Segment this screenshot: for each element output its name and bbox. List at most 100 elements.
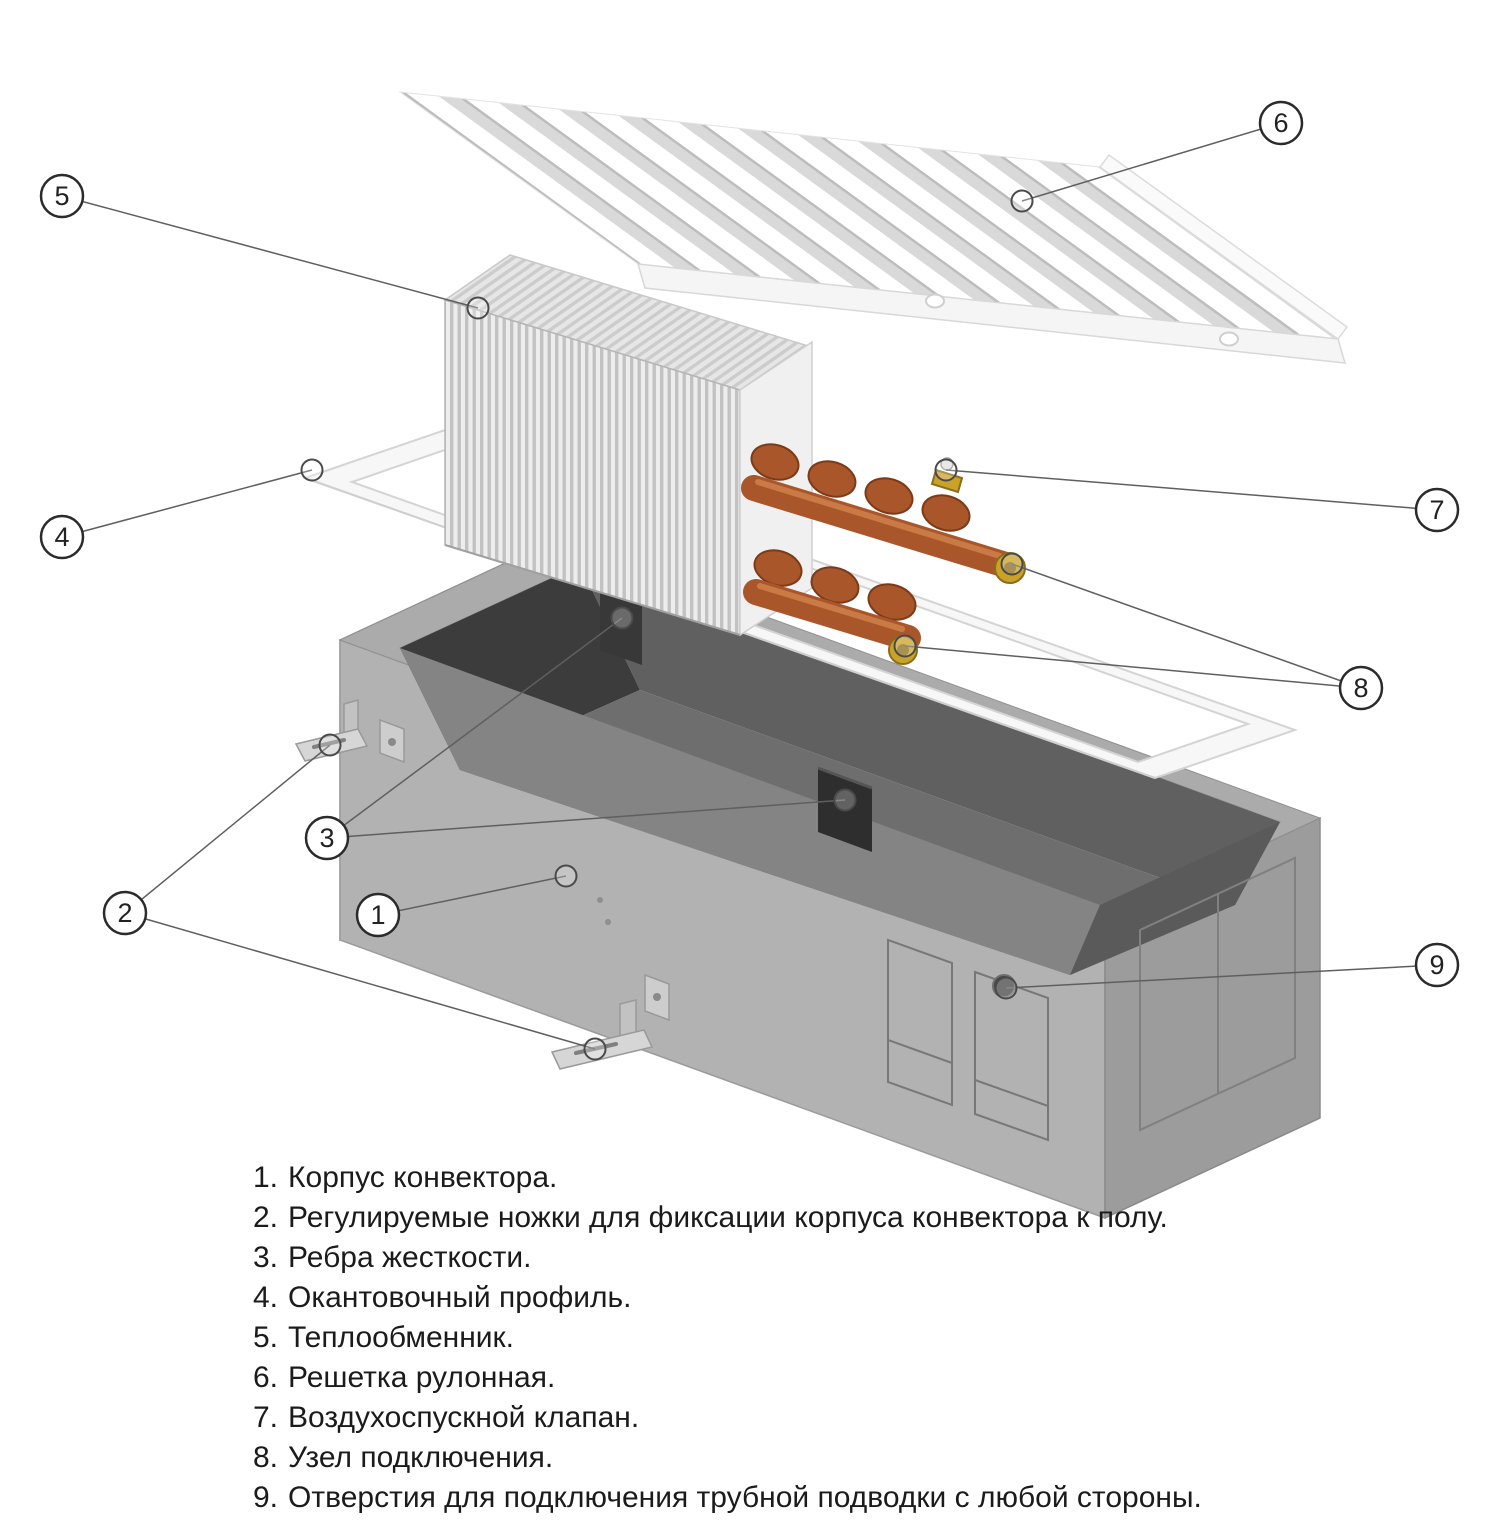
part-marker xyxy=(300,458,324,482)
callout-4: 4 xyxy=(39,514,85,560)
svg-text:5: 5 xyxy=(54,181,69,211)
legend-text: Воздухоспускной клапан. xyxy=(288,1401,640,1434)
legend-text: Отверстия для подключения трубной подвод… xyxy=(288,1481,1202,1514)
wall-rivet xyxy=(597,897,603,903)
legend-item-6: 6. Решетка рулонная. xyxy=(253,1358,1453,1398)
legend-item-5: 5. Теплообменник. xyxy=(253,1318,1453,1358)
grille-rail-hole xyxy=(925,293,945,309)
legend-number: 5. xyxy=(253,1321,279,1354)
svg-text:9: 9 xyxy=(1429,950,1444,980)
part-marker xyxy=(583,1037,607,1061)
leader-line-8b xyxy=(904,645,1362,689)
roll-grille xyxy=(398,91,1349,364)
part-marker xyxy=(466,296,490,320)
callout-8: 8 xyxy=(1338,665,1384,711)
legend-text: Ребра жесткости. xyxy=(288,1241,532,1274)
svg-text:6: 6 xyxy=(1273,108,1288,138)
legend-number: 8. xyxy=(253,1441,279,1474)
body-inner-right-wall xyxy=(1070,822,1280,975)
part-marker xyxy=(554,864,578,888)
callouts: 1 2 3 4 5 6 7 8 xyxy=(39,100,1460,988)
copper-tube-highlight xyxy=(757,583,905,632)
leader-line-6 xyxy=(1021,122,1282,202)
leader-line-3b xyxy=(326,799,846,839)
legend-number: 9. xyxy=(253,1481,279,1514)
adjustable-foot xyxy=(550,999,654,1070)
part-marker xyxy=(318,733,342,757)
legend-text: Решетка рулонная. xyxy=(288,1361,556,1394)
body-inner-front-wall xyxy=(400,648,1100,975)
part-marker xyxy=(1000,552,1024,576)
svg-text:8: 8 xyxy=(1353,673,1368,703)
legend-number: 1. xyxy=(253,1161,279,1194)
body-inner-back-wall xyxy=(580,565,1280,905)
callout-5: 5 xyxy=(39,173,85,219)
legend-number: 4. xyxy=(253,1281,279,1314)
legend: 1. Корпус конвектора. 2. Регулируемые но… xyxy=(253,1158,1453,1518)
callout-9: 9 xyxy=(1414,942,1460,988)
knockout-panel-right xyxy=(1139,856,1296,1132)
callout-1: 1 xyxy=(355,892,401,938)
leader-line-7 xyxy=(945,469,1438,511)
legend-item-3: 3. Ребра жесткости. xyxy=(253,1238,1453,1278)
legend-number: 3. xyxy=(253,1241,279,1274)
convector-body xyxy=(294,538,1322,1220)
legend-number: 6. xyxy=(253,1361,279,1394)
legend-item-4: 4. Окантовочный профиль. xyxy=(253,1278,1453,1318)
grille-bottom-rail xyxy=(636,263,1347,364)
svg-text:3: 3 xyxy=(319,823,334,853)
grille-rail-hole xyxy=(1219,331,1239,347)
tube-bend xyxy=(807,460,857,498)
callout-7: 7 xyxy=(1414,487,1460,533)
svg-text:4: 4 xyxy=(54,522,69,552)
copper-tube-bundle xyxy=(741,443,1026,665)
leader-line-1 xyxy=(377,875,567,916)
leader-line-2a xyxy=(124,744,331,914)
copper-tube xyxy=(743,579,921,651)
leader-line-2b xyxy=(124,912,596,1050)
knockout-panel xyxy=(974,970,1049,1142)
part-marker xyxy=(833,788,857,812)
svg-text:1: 1 xyxy=(370,900,385,930)
legend-item-9: 9. Отверстия для подключения трубной под… xyxy=(253,1478,1453,1518)
leader-line-5 xyxy=(61,195,479,309)
legend-number: 7. xyxy=(253,1401,279,1434)
wall-tab-hole xyxy=(388,738,396,746)
tube-bend xyxy=(921,494,971,532)
legend-text: Окантовочный профиль. xyxy=(288,1281,632,1314)
knockout-panel xyxy=(887,938,953,1107)
svg-text:7: 7 xyxy=(1429,495,1444,525)
part-marker xyxy=(994,976,1018,1000)
tube-bend xyxy=(864,477,914,515)
copper-tube-highlight xyxy=(755,479,1003,559)
part-marker xyxy=(934,458,958,482)
part-markers xyxy=(300,189,1034,1061)
legend-item-1: 1. Корпус конвектора. xyxy=(253,1158,1453,1198)
grille-end-rail xyxy=(1098,153,1349,341)
copper-tube xyxy=(741,475,1019,578)
svg-text:2: 2 xyxy=(117,898,132,928)
legend-item-2: 2. Регулируемые ножки для фиксации корпу… xyxy=(253,1198,1453,1238)
legend-number: 2. xyxy=(253,1201,279,1234)
wall-tab-hole xyxy=(653,993,661,1001)
part-marker xyxy=(610,606,634,630)
callout-6: 6 xyxy=(1258,100,1304,146)
tube-bend xyxy=(750,443,800,481)
leader-line-8a xyxy=(1011,563,1362,689)
leader-lines xyxy=(61,122,1438,1050)
legend-item-8: 8. Узел подключения. xyxy=(253,1438,1453,1478)
part-marker xyxy=(1010,189,1034,213)
leader-line-3a xyxy=(326,617,623,839)
leader-line-4 xyxy=(61,469,313,538)
callout-3: 3 xyxy=(304,815,350,861)
knockout-panel-line xyxy=(974,1079,1049,1107)
wall-rivet xyxy=(605,919,611,925)
legend-text: Теплообменник. xyxy=(288,1321,514,1354)
legend-text: Корпус конвектора. xyxy=(288,1161,558,1194)
stiffening-rib-edge xyxy=(817,766,873,790)
leader-line-9 xyxy=(1005,964,1438,989)
legend-item-7: 7. Воздухоспускной клапан. xyxy=(253,1398,1453,1438)
legend-text: Узел подключения. xyxy=(288,1441,554,1474)
